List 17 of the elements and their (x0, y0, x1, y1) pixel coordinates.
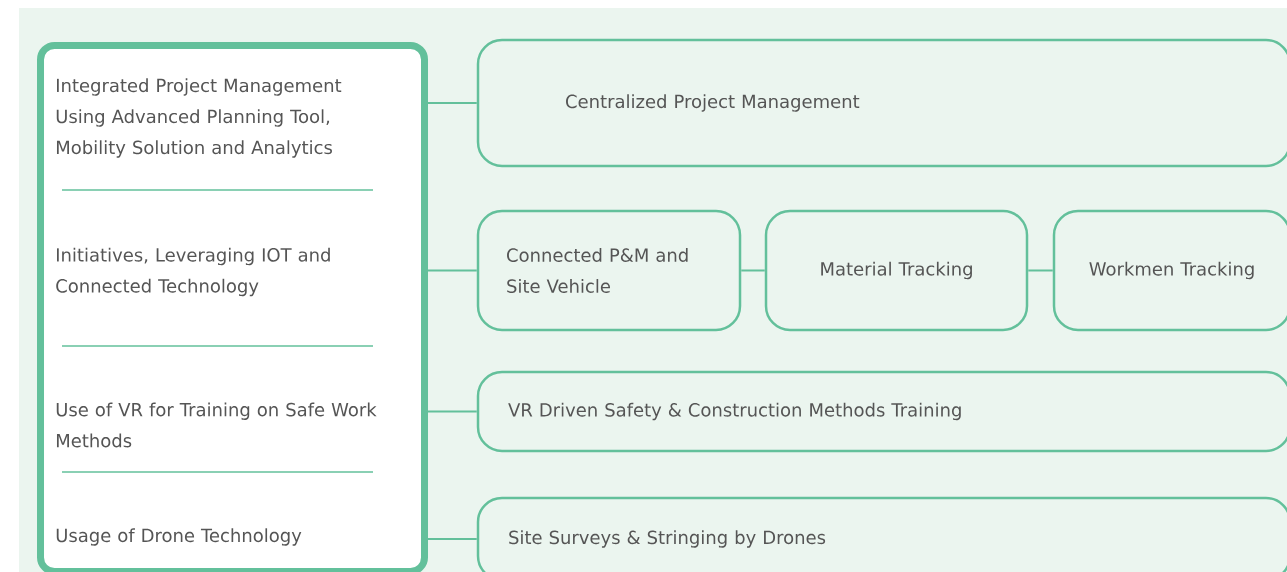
connector-line (1027, 269, 1054, 272)
connector-line (740, 269, 766, 272)
connector-line (427, 538, 478, 540)
rounded-box: Site Surveys & Stringing by Drones (476, 496, 1287, 572)
item-text: Integrated Project Management Using Advanced Planning Tool, Mobility Solution and Analytics (56, 78, 342, 158)
rounded-box: Centralized Project Management (476, 38, 1287, 168)
panel (37, 42, 428, 572)
rounded-box: Workmen Tracking (1052, 209, 1287, 332)
item-text: Usage of Drone Technology (56, 528, 302, 546)
item-text: Initiatives, Leveraging IOT and Connected Technology (56, 247, 330, 297)
connector-line (427, 269, 478, 272)
rounded-box: Connected P&M and Site Vehicle (476, 209, 742, 332)
connector-line (427, 410, 478, 413)
item-text: Use of VR for Training on Safe Work Methods (56, 402, 377, 448)
rounded-box: VR Driven Safety & Construction Methods Training (476, 370, 1287, 453)
connector-line (427, 102, 478, 104)
rounded-box: Material Tracking (764, 209, 1029, 332)
